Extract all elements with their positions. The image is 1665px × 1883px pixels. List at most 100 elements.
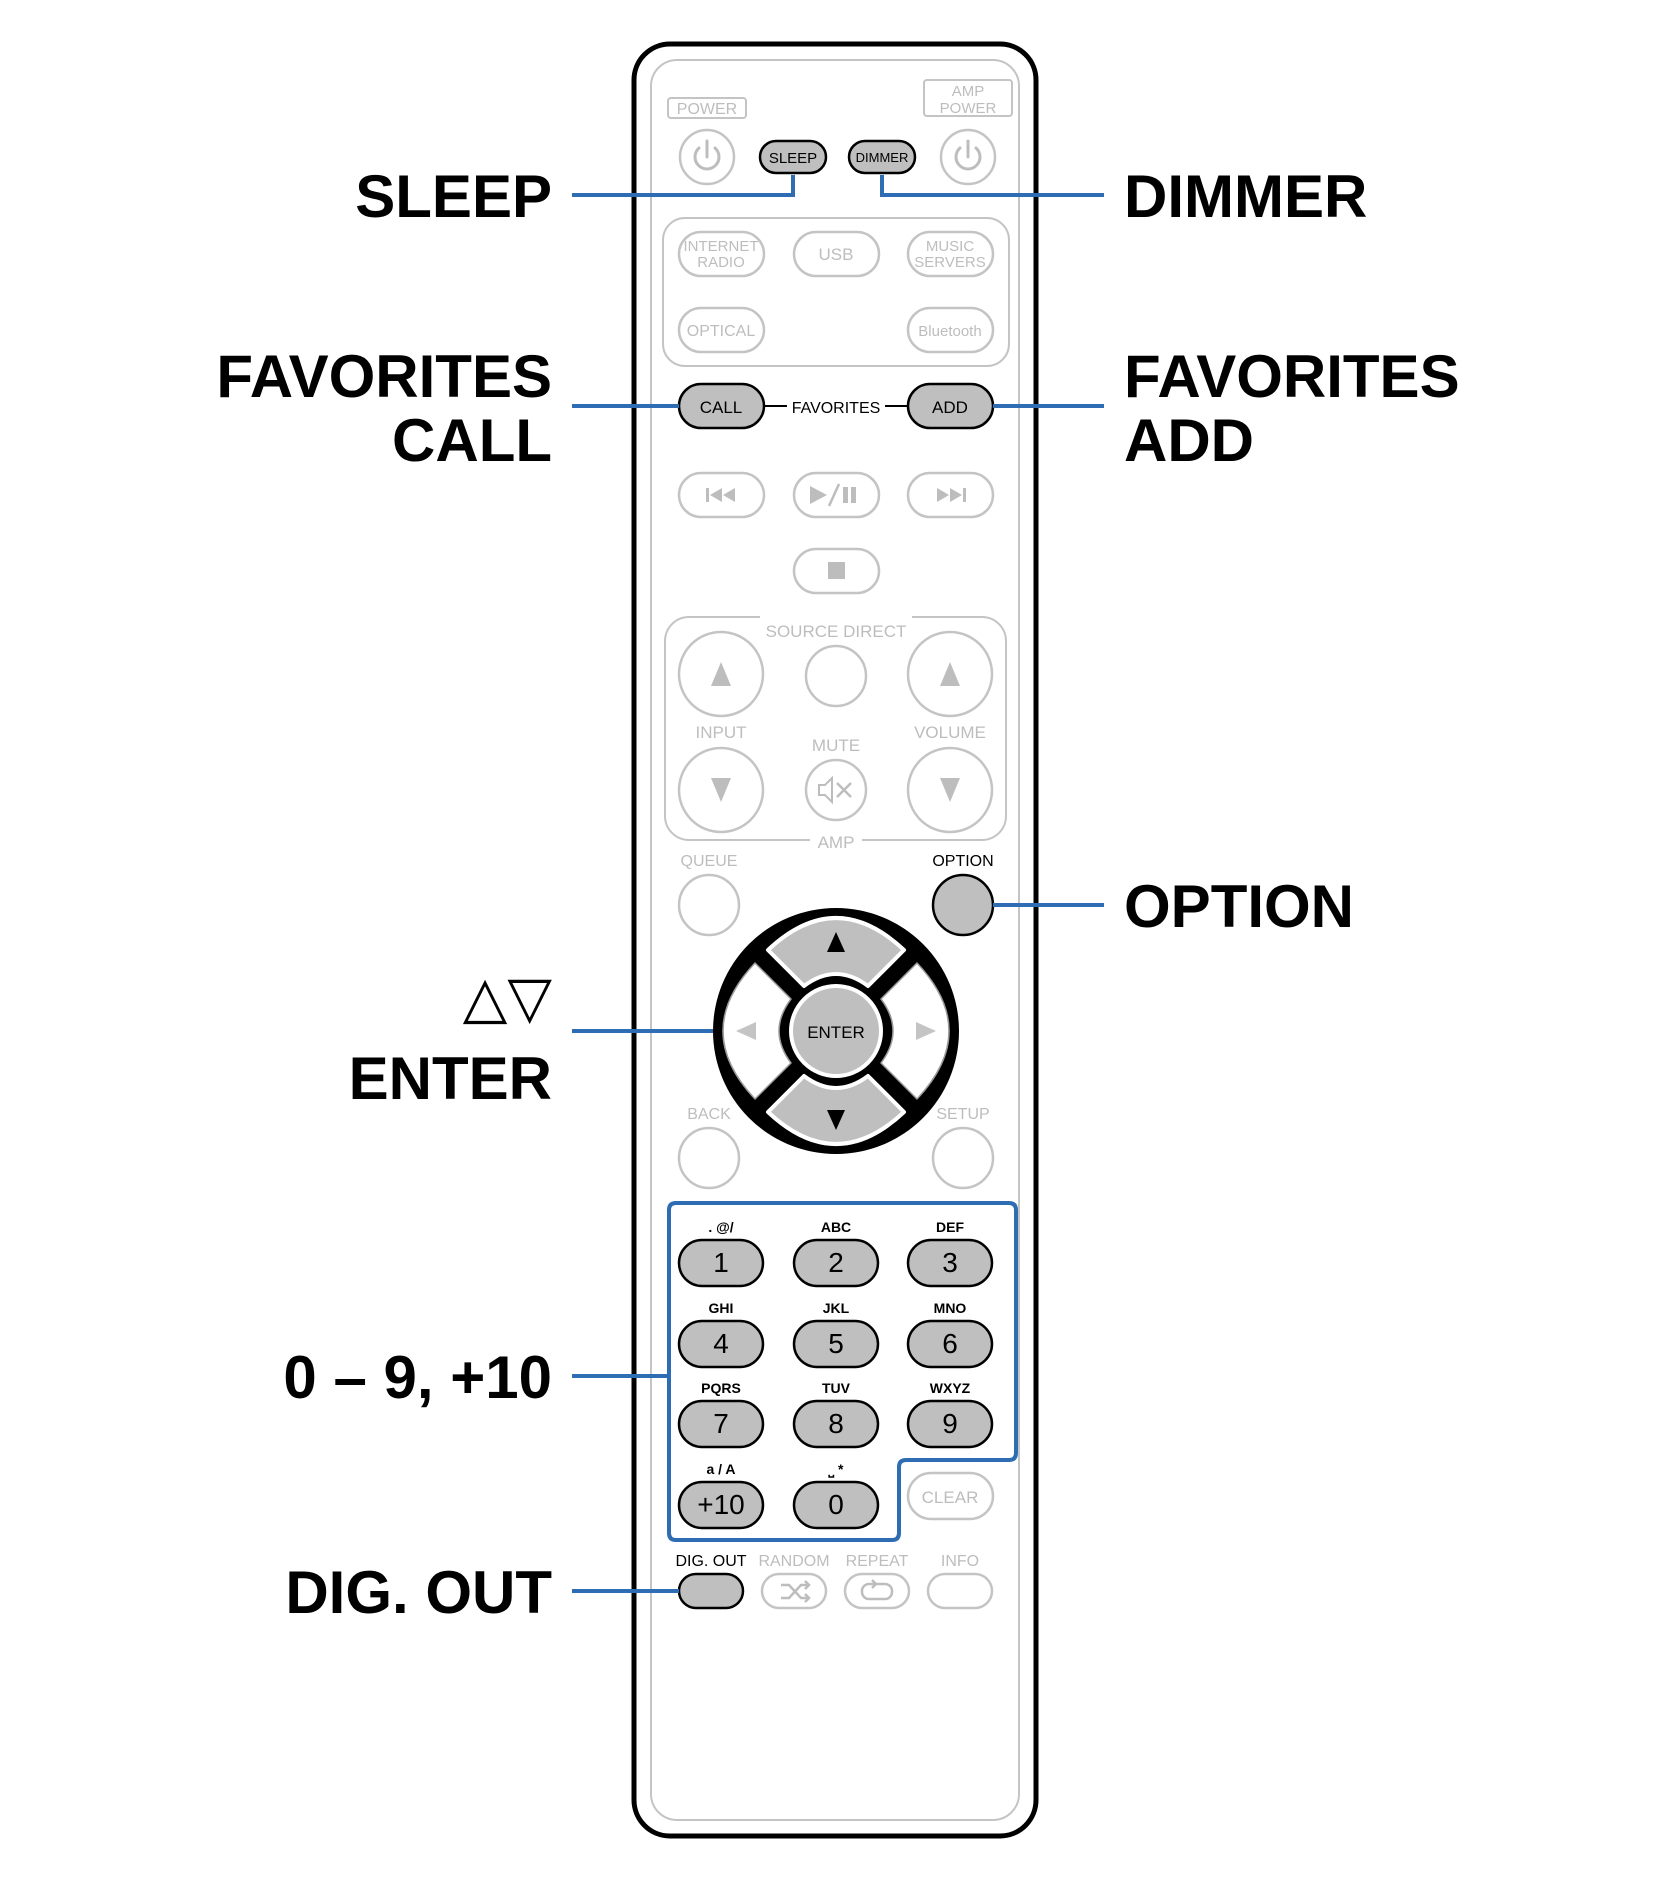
- keypad-digit-label: 4: [713, 1328, 729, 1359]
- repeat-label: REPEAT: [846, 1553, 909, 1570]
- source-direct-button[interactable]: [804, 644, 868, 708]
- keypad-digit-label: 9: [942, 1408, 958, 1439]
- next-button[interactable]: [906, 471, 995, 519]
- power-icon: [954, 139, 982, 171]
- music-servers-button[interactable]: MUSIC SERVERS: [906, 230, 995, 278]
- favorites-call-button[interactable]: CALL: [677, 382, 766, 430]
- queue-label: QUEUE: [681, 853, 738, 870]
- callout-lines: [572, 175, 1104, 1593]
- enter-button[interactable]: ENTER: [789, 984, 883, 1078]
- amp-power-button[interactable]: [939, 128, 997, 186]
- bluetooth-button[interactable]: Bluetooth: [906, 306, 995, 354]
- back-button[interactable]: [677, 1126, 741, 1190]
- sleep-button[interactable]: SLEEP: [758, 139, 828, 175]
- option-button[interactable]: [931, 873, 995, 937]
- power-icon: [693, 139, 721, 171]
- cursor-right-button[interactable]: [880, 962, 950, 1100]
- sleep-callout-line: [572, 175, 795, 197]
- repeat-icon: [860, 1579, 894, 1601]
- triangle-right-icon: [916, 1022, 936, 1040]
- keypad-letters-label: JKL: [823, 1300, 850, 1316]
- keypad-button-0[interactable]: ⎵ * 0: [792, 1461, 880, 1530]
- triangle-up-icon: [711, 662, 731, 686]
- input-down-button[interactable]: [677, 746, 765, 834]
- svg-text:CALL: CALL: [700, 398, 743, 417]
- triangle-left-icon: [736, 1022, 756, 1040]
- optical-button[interactable]: OPTICAL: [677, 306, 766, 354]
- enter-callout: ENTER: [349, 1045, 552, 1112]
- favorites-label: FAVORITES: [792, 400, 881, 417]
- amp-power-label: AMP POWER: [923, 79, 1013, 117]
- keypad-digit-label: 3: [942, 1247, 958, 1278]
- svg-text:MUSIC: MUSIC: [926, 238, 975, 255]
- keypad-button-9[interactable]: WXYZ 9: [906, 1380, 994, 1449]
- svg-text:INTERNET: INTERNET: [684, 238, 759, 255]
- dimmer-callout: DIMMER: [1124, 163, 1367, 230]
- keypad-button-1[interactable]: . @/1: [677, 1219, 765, 1288]
- svg-text:CLEAR: CLEAR: [922, 1488, 979, 1507]
- navigation-pad: ENTER: [713, 908, 959, 1154]
- back-label: BACK: [687, 1106, 731, 1123]
- setup-button[interactable]: [931, 1126, 995, 1190]
- keypad-digit-label: 0: [828, 1489, 844, 1520]
- queue-button[interactable]: [677, 873, 741, 937]
- keypad-letters-label: GHI: [709, 1300, 734, 1316]
- volume-up-button[interactable]: [906, 630, 994, 718]
- previous-button[interactable]: [677, 471, 766, 519]
- dig-out-button[interactable]: [677, 1572, 745, 1610]
- keypad-digit-label: 8: [828, 1408, 844, 1439]
- stop-button[interactable]: [792, 547, 881, 595]
- keypad-letters-label: . @/: [708, 1219, 733, 1235]
- svg-text:OPTICAL: OPTICAL: [687, 323, 756, 340]
- cursor-down-button[interactable]: [766, 1074, 906, 1146]
- play-pause-button[interactable]: [792, 471, 881, 519]
- keypad-digit-label: 5: [828, 1328, 844, 1359]
- triangle-down-icon: [940, 778, 960, 802]
- keypad-letters-label: WXYZ: [930, 1380, 971, 1396]
- option-label: OPTION: [932, 853, 993, 870]
- svg-text:ENTER: ENTER: [807, 1023, 865, 1042]
- favorites-add-button[interactable]: ADD: [906, 382, 995, 430]
- keypad-letters-label: MNO: [934, 1300, 967, 1316]
- repeat-button[interactable]: [843, 1572, 911, 1610]
- source-group-frame: [662, 217, 1010, 367]
- power-button[interactable]: [678, 128, 736, 186]
- keypad-letters-label: ⎵ *: [828, 1461, 844, 1479]
- svg-text:AMP: AMP: [952, 83, 985, 100]
- volume-down-button[interactable]: [906, 746, 994, 834]
- keypad-letters-label: a / A: [706, 1461, 735, 1477]
- internet-radio-button[interactable]: INTERNET RADIO: [677, 230, 766, 278]
- svg-text:POWER: POWER: [940, 100, 997, 117]
- clear-button[interactable]: CLEAR: [906, 1471, 995, 1521]
- keypad-digit-label: +10: [697, 1489, 745, 1520]
- stop-icon: [828, 562, 845, 579]
- keypad-digit-label: 7: [713, 1408, 729, 1439]
- keypad-button-plus10[interactable]: a / A +10: [677, 1461, 765, 1530]
- cursor-up-button[interactable]: [766, 916, 906, 988]
- skip-forward-icon: [937, 488, 966, 502]
- dimmer-button[interactable]: DIMMER: [847, 139, 917, 175]
- mute-label: MUTE: [812, 736, 860, 755]
- info-button[interactable]: [926, 1572, 994, 1610]
- mute-button[interactable]: [804, 758, 868, 822]
- keypad-highlight-outline: [667, 1201, 1018, 1542]
- digits-callout: 0 – 9, +10: [283, 1344, 552, 1411]
- input-up-button[interactable]: [677, 630, 765, 718]
- usb-button[interactable]: USB: [792, 230, 881, 278]
- cursor-left-button[interactable]: [722, 962, 792, 1100]
- info-label: INFO: [941, 1553, 979, 1570]
- random-button[interactable]: [760, 1572, 828, 1610]
- up-down-arrows-callout: △▽: [463, 965, 553, 1030]
- keypad-button-5[interactable]: JKL 5: [792, 1300, 880, 1369]
- amp-label: AMP: [818, 833, 855, 852]
- svg-text:POWER: POWER: [677, 101, 737, 118]
- keypad-button-4[interactable]: GHI 4: [677, 1300, 765, 1369]
- input-label: INPUT: [696, 723, 747, 742]
- triangle-down-icon: [711, 778, 731, 802]
